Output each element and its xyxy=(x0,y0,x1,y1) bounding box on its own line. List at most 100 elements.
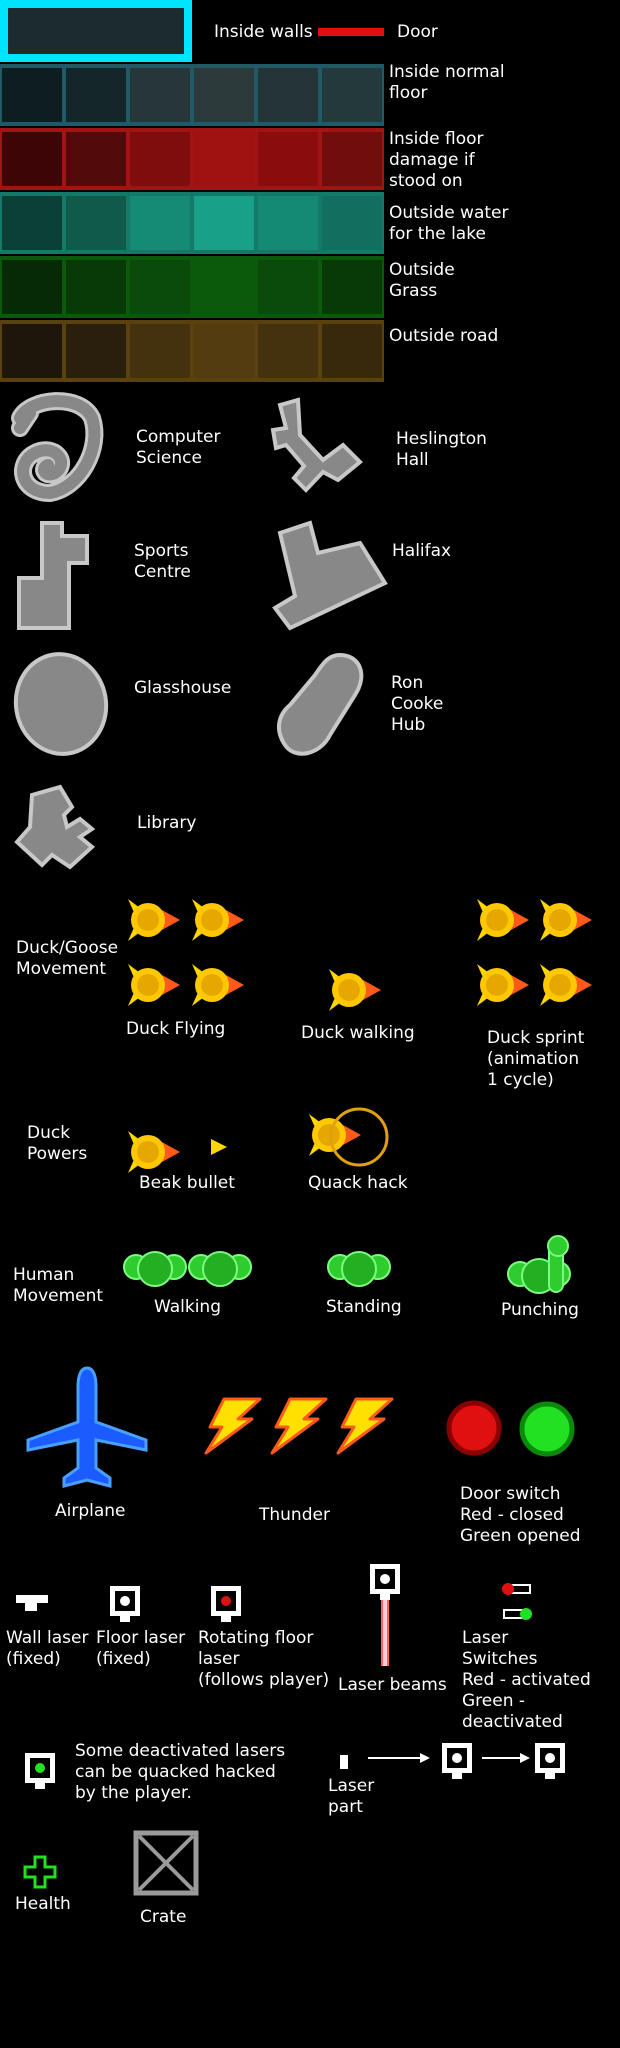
human-punching-arm xyxy=(547,1235,569,1293)
floor-tile xyxy=(2,68,62,122)
floor-label: Outside Grass xyxy=(389,260,455,301)
health-icon xyxy=(23,1855,57,1889)
floor-tile xyxy=(66,196,126,250)
floor-tile xyxy=(258,260,318,314)
duck-sprite-icon xyxy=(128,964,180,1006)
floor-label: Outside water for the lake xyxy=(389,203,509,244)
floor-tile-row xyxy=(0,192,384,254)
airplane-icon xyxy=(26,1366,148,1488)
duck-flying-label: Duck Flying xyxy=(126,1019,226,1039)
laser-part-label: Laser part xyxy=(328,1776,375,1817)
floor-tile xyxy=(130,68,190,122)
human-standing-label: Standing xyxy=(326,1297,402,1317)
duck-sprite-icon xyxy=(329,969,381,1011)
duck-sprite-icon xyxy=(540,964,592,1006)
door-swatch xyxy=(318,28,384,36)
heslington-hall-shape xyxy=(270,397,363,493)
door-switch-label: Door switch Red - closed Green opened xyxy=(460,1484,581,1546)
floor-tile xyxy=(2,132,62,186)
laser-switches-label: Laser Switches Red - activated Green -de… xyxy=(462,1628,591,1732)
deactivated-laser-icon xyxy=(25,1753,55,1789)
floor-tile xyxy=(258,132,318,186)
floor-tile xyxy=(322,196,382,250)
heslington-hall-label: Heslington Hall xyxy=(396,429,487,470)
duck-walking-label: Duck walking xyxy=(301,1023,415,1043)
duck-sprite-icon xyxy=(309,1114,361,1156)
floor-tile xyxy=(322,260,382,314)
floor-tile xyxy=(258,324,318,378)
sports-centre-shape xyxy=(17,521,89,630)
sports-centre-label: Sports Centre xyxy=(134,541,191,582)
rotating-floor-laser-label: Rotating floor laser (follows player) xyxy=(198,1628,330,1690)
duck-powers-label: Duck Powers xyxy=(27,1123,88,1164)
floor-tile xyxy=(66,324,126,378)
human-movement-label: Human Movement xyxy=(13,1265,104,1306)
halifax-shape xyxy=(272,520,388,631)
health-label: Health xyxy=(15,1894,71,1914)
human-sprite-icon xyxy=(327,1251,391,1287)
duck-movement-label: Duck/Goose Movement xyxy=(16,938,119,979)
floor-laser-label: Floor laser (fixed) xyxy=(96,1628,186,1669)
ron-cooke-hub-label: Ron Cooke Hub xyxy=(391,673,444,735)
floor-tile xyxy=(258,196,318,250)
rotating-floor-laser-icon xyxy=(211,1586,241,1622)
duck-sprite-icon xyxy=(192,899,244,941)
floor-tile xyxy=(2,196,62,250)
duck-sprite-icon xyxy=(477,899,529,941)
thunder-label: Thunder xyxy=(259,1505,330,1525)
floor-tile xyxy=(66,132,126,186)
laser-beam-icon xyxy=(370,1564,400,1666)
door-switch-green-icon xyxy=(519,1401,575,1457)
laser-switch-green-icon xyxy=(503,1608,532,1620)
library-label: Library xyxy=(137,813,197,833)
floor-tile xyxy=(2,324,62,378)
library-shape xyxy=(14,784,96,870)
beak-bullet-icon xyxy=(211,1139,227,1155)
quack-hack-label: Quack hack xyxy=(308,1173,408,1193)
inside-walls-label: Inside walls xyxy=(214,22,313,42)
computer-science-shape xyxy=(11,392,104,503)
thunder-bolt-icon xyxy=(270,1397,328,1455)
floor-tile xyxy=(322,324,382,378)
human-sprite-icon xyxy=(123,1251,187,1287)
floor-tile xyxy=(66,260,126,314)
wall-laser-icon xyxy=(16,1595,48,1611)
human-sprite-icon xyxy=(188,1251,252,1287)
floor-tile-row xyxy=(0,256,384,318)
floor-tile-row xyxy=(0,64,384,126)
crate-label: Crate xyxy=(140,1907,187,1927)
duck-sprite-icon xyxy=(128,1131,180,1173)
duck-sprite-icon xyxy=(540,899,592,941)
floor-tile xyxy=(66,68,126,122)
floor-tile xyxy=(194,68,254,122)
thunder-bolt-icon xyxy=(336,1397,394,1455)
duck-sprite-icon xyxy=(477,964,529,1006)
duck-sprint-label: Duck sprint (animation 1 cycle) xyxy=(487,1028,585,1090)
floor-tile xyxy=(322,68,382,122)
glasshouse-label: Glasshouse xyxy=(134,678,232,698)
quack-hack-ring-icon xyxy=(329,1107,389,1167)
duck-sprite-icon xyxy=(192,964,244,1006)
door-label: Door xyxy=(397,22,438,42)
floor-tile xyxy=(322,132,382,186)
beak-bullet-label: Beak bullet xyxy=(139,1173,235,1193)
halifax-label: Halifax xyxy=(392,541,452,561)
floor-tile xyxy=(130,260,190,314)
inside-walls-swatch xyxy=(0,0,192,62)
crate-icon xyxy=(133,1830,199,1896)
deactivated-lasers-note: Some deactivated lasers can be quacked h… xyxy=(75,1741,286,1803)
floor-tile xyxy=(194,324,254,378)
floor-tile xyxy=(194,260,254,314)
human-walking-label: Walking xyxy=(154,1297,221,1317)
glasshouse-shape xyxy=(13,652,109,756)
floor-tile xyxy=(194,132,254,186)
airplane-label: Airplane xyxy=(55,1501,126,1521)
door-switch-red-icon xyxy=(446,1400,502,1456)
floor-tile-row xyxy=(0,128,384,190)
floor-label: Inside floor damage if stood on xyxy=(389,129,484,191)
floor-tile-row xyxy=(0,320,384,382)
floor-label: Outside road xyxy=(389,326,499,346)
wall-laser-label: Wall laser (fixed) xyxy=(6,1628,89,1669)
duck-sprite-icon xyxy=(128,899,180,941)
floor-label: Inside normal floor xyxy=(389,62,505,103)
